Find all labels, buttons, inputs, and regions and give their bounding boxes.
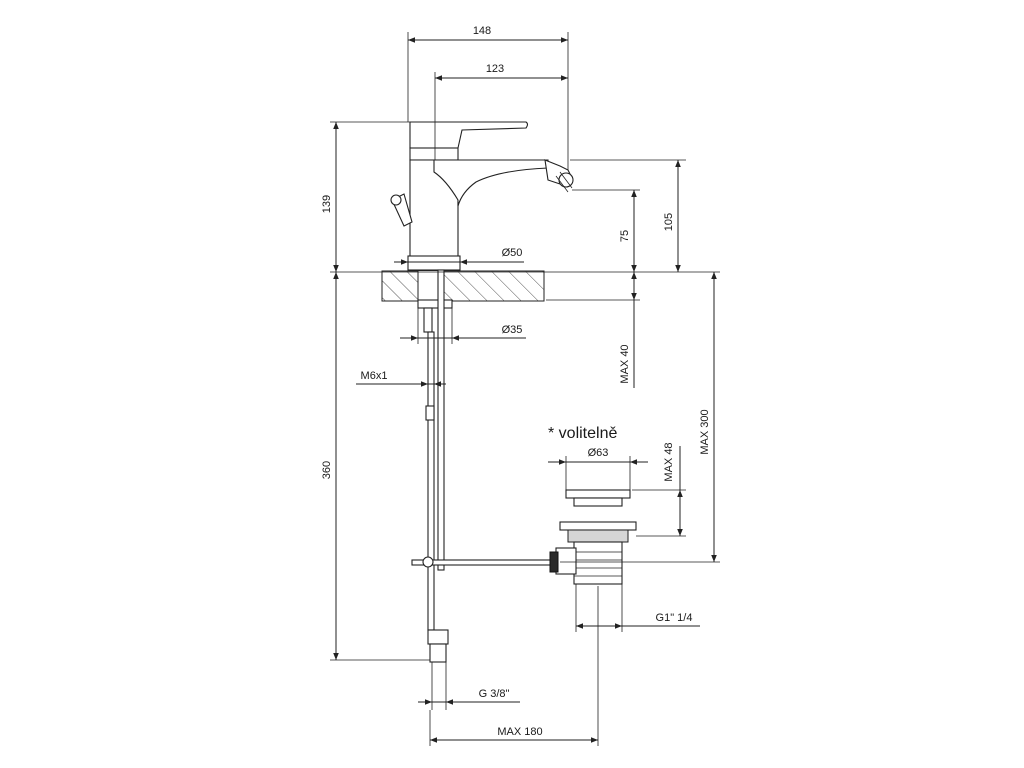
- hose-fitting: [427, 629, 449, 645]
- threaded-rod: [423, 307, 433, 333]
- label-max48: MAX 48: [663, 442, 675, 481]
- label-148: 148: [473, 25, 491, 37]
- lever-handle: [409, 121, 529, 149]
- label-d50: Ø50: [502, 247, 523, 259]
- waste-flange: [559, 521, 637, 531]
- label-d35: Ø35: [502, 324, 523, 336]
- popup-rod: [437, 269, 445, 571]
- label-max40: MAX 40: [619, 344, 631, 383]
- pull-rod: [411, 559, 559, 566]
- dimension-labels: 148 123 139 105 75 Ø50 Ø35 MAX 40 M6x1 3…: [321, 25, 711, 738]
- label-d63: Ø63: [588, 447, 609, 459]
- mounting-hardware: [411, 269, 559, 663]
- supply-hose: [427, 331, 435, 631]
- label-123: 123: [486, 63, 504, 75]
- label-g38: G 3/8": [479, 688, 510, 700]
- label-75: 75: [619, 230, 631, 242]
- label-max300: MAX 300: [699, 409, 711, 454]
- deck-section: [381, 270, 545, 302]
- dimension-lines: [330, 32, 720, 746]
- waste-fitting: [549, 489, 637, 585]
- deck-hatch: [381, 270, 545, 302]
- spout: [433, 159, 549, 207]
- cartridge-neck: [409, 147, 459, 161]
- waste-cap: [565, 489, 631, 499]
- hose-connector: [429, 643, 447, 663]
- mixer-base: [407, 255, 461, 271]
- optional-note: * volitelně: [548, 425, 617, 442]
- fixing-nut: [417, 299, 453, 309]
- label-max180: MAX 180: [497, 726, 542, 738]
- label-105: 105: [663, 213, 675, 231]
- label-139: 139: [321, 195, 333, 213]
- label-g114: G1" 1/4: [656, 612, 693, 624]
- waste-neck: [573, 497, 623, 507]
- label-360: 360: [321, 461, 333, 479]
- waste-seal: [549, 551, 559, 573]
- faucet-body: [390, 121, 574, 271]
- label-m6x1: M6x1: [361, 370, 388, 382]
- waste-lever-housing: [555, 547, 577, 575]
